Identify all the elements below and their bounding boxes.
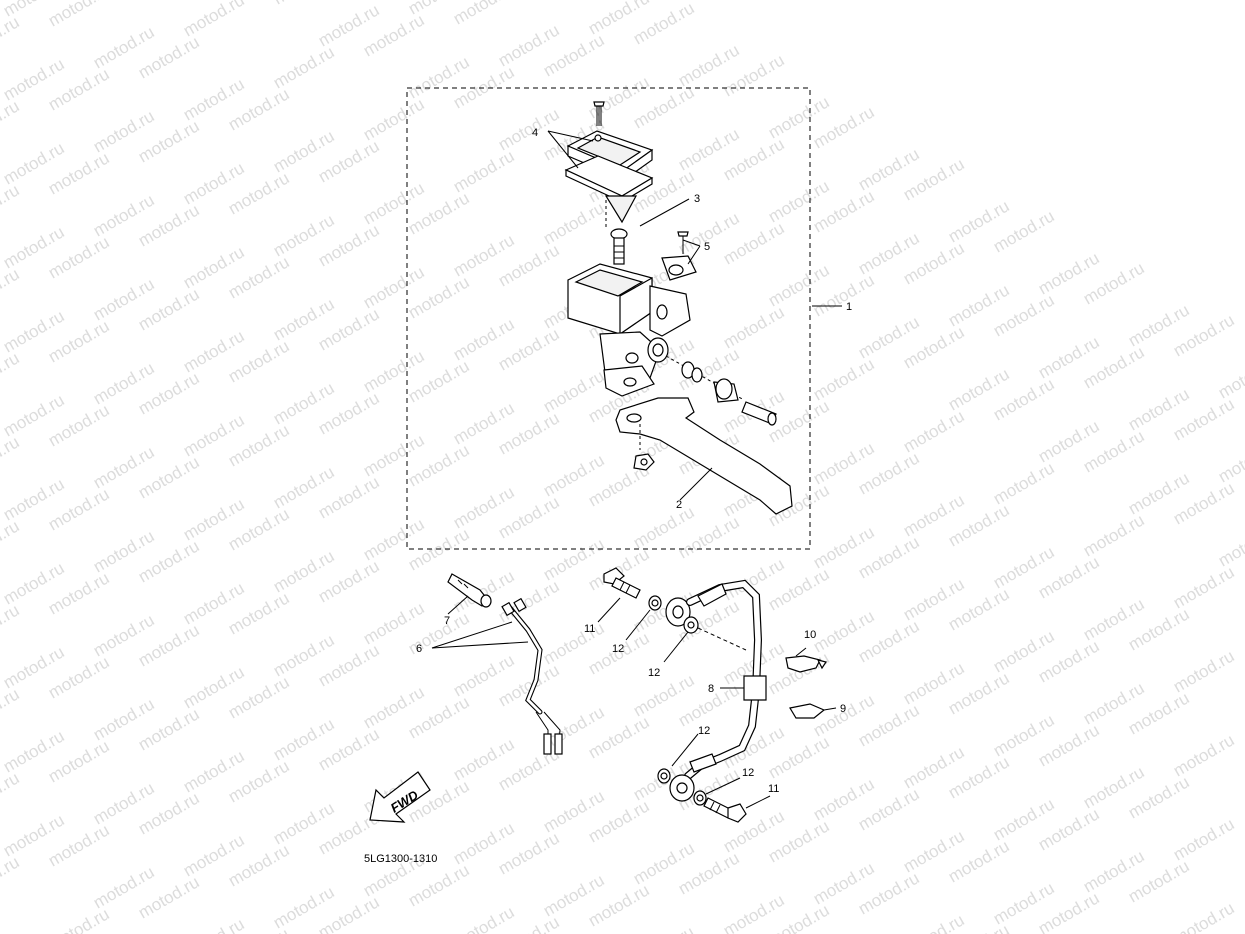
callout-12-a: 12: [612, 643, 624, 655]
callout-12-b: 12: [648, 667, 660, 679]
callout-6: 6: [416, 643, 422, 655]
brake-light-switch: [447, 573, 492, 608]
callout-10: 10: [804, 629, 816, 641]
union-bolt-lower: [703, 797, 747, 823]
callout-1: 1: [846, 301, 852, 313]
assembly-boundary: [406, 87, 811, 550]
hose-clamp: [785, 655, 827, 673]
copper-washer-1: [648, 595, 662, 611]
callout-11-lower: 11: [768, 783, 779, 795]
callout-8: 8: [708, 683, 714, 695]
lower-banjo-fitting: [669, 774, 695, 802]
callout-12-c: 12: [698, 725, 710, 737]
switch-lead: [501, 597, 563, 755]
diaphragm: [564, 155, 654, 224]
leader-lines: [547, 130, 842, 501]
master-cylinder-body: [567, 263, 691, 397]
diagram-code: 5LG1300-1310: [364, 853, 437, 865]
leader-lines-switch: [431, 595, 529, 649]
hose-holder: [789, 703, 826, 719]
pivot-bolt: [610, 228, 628, 265]
callout-4: 4: [532, 127, 538, 139]
callout-2: 2: [676, 499, 682, 511]
reservoir-cap-screw: [593, 101, 605, 126]
callouts: 1 2 3 4 5 6 7 8 9 10 11 11 12 12 12 12: [416, 127, 852, 795]
copper-washer-3: [657, 768, 671, 784]
callout-11-upper: 11: [584, 623, 595, 635]
copper-washer-4: [693, 790, 707, 806]
upper-banjo-fitting: [665, 597, 691, 627]
callout-7: 7: [444, 615, 450, 627]
leader-lines-hose: [597, 597, 837, 809]
callout-12-d: 12: [742, 767, 754, 779]
brake-hose: [684, 579, 767, 780]
lever-nut: [633, 453, 655, 471]
callout-9: 9: [840, 703, 846, 715]
holder-screws: [661, 231, 697, 281]
brake-lever: [615, 397, 793, 515]
callout-3: 3: [694, 193, 700, 205]
forward-arrow-icon: FWD: [369, 771, 431, 823]
callout-5: 5: [704, 241, 710, 253]
piston-kit: [665, 355, 777, 426]
copper-washer-2: [683, 616, 699, 634]
union-bolt-upper: [603, 567, 641, 599]
